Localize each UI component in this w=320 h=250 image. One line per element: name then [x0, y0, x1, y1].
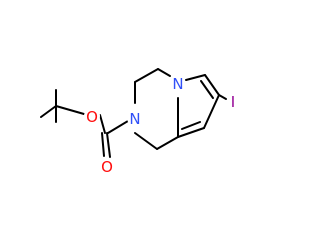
bond-ch-ci-b — [200, 80, 214, 99]
bond-n-ch2-bottom — [134, 132, 158, 150]
ester-oxygen-label: O — [86, 108, 98, 126]
bond-tbu-methyl-left — [40, 105, 57, 118]
carbonyl-oxygen-label: O — [101, 158, 113, 176]
bond-oxygen-carbonyl — [99, 114, 106, 134]
bond-carbonyl-double-b — [101, 132, 105, 157]
bond-ch2-fusion — [156, 136, 179, 150]
structure-canvas: O O N N I — [40, 68, 236, 176]
pyrrole-nitrogen-label: N — [172, 75, 183, 93]
ring-nitrogen-label: N — [129, 110, 140, 128]
bond-ch-fusion-a — [177, 127, 205, 138]
bond-tbu-oxygen — [55, 105, 85, 115]
bond-ci-iodine — [218, 94, 227, 100]
iodine-label: I — [231, 93, 235, 111]
bond-ch2-ch2-top — [134, 68, 159, 83]
bond-ch-fusion-b — [181, 121, 201, 130]
bond-carbonyl-nitrogen — [107, 120, 129, 134]
bond-ch2-npyrrole — [157, 68, 171, 77]
bond-npyrrole-ch — [185, 74, 206, 81]
molecule-drawing: O O N N I — [40, 68, 236, 176]
bond-ch-ci-a — [204, 74, 220, 96]
bond-ci-ch — [203, 94, 220, 129]
bond-carbonyl-double-a — [106, 132, 111, 158]
